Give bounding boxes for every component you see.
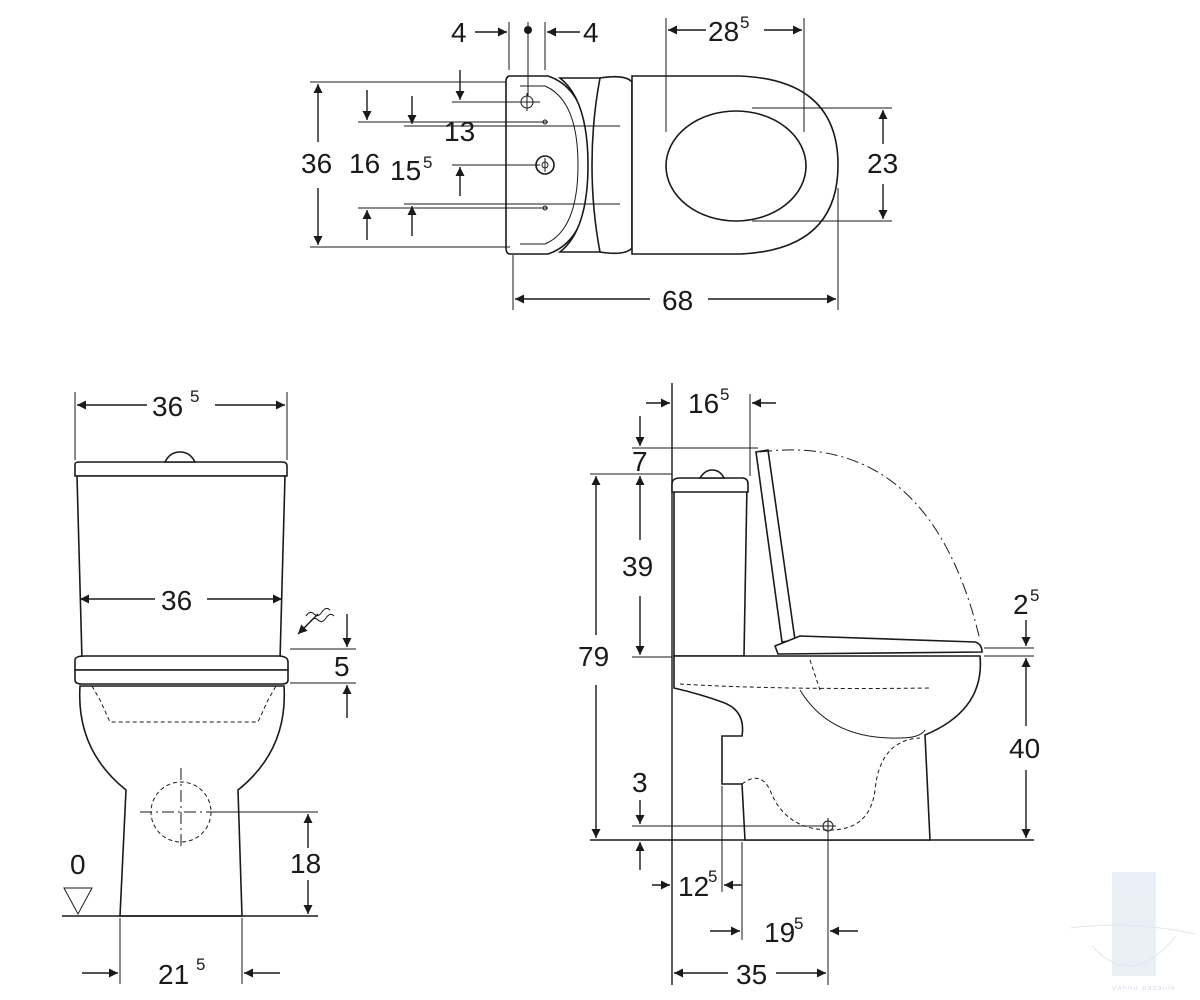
front-tank-body bbox=[76, 475, 286, 661]
dim-base-width-label: 21 bbox=[158, 959, 189, 990]
dim-overall-length-label: 68 bbox=[662, 285, 693, 316]
dim-tank-height-label: 39 bbox=[622, 551, 653, 582]
dim-tank-offset-sup: 5 bbox=[720, 385, 729, 404]
side-tank-lid bbox=[671, 477, 749, 493]
dim-inlet-offset-label: 13 bbox=[444, 116, 475, 147]
floor-level-label: 0 bbox=[70, 849, 86, 880]
dim-seat-opening-width-label: 28 bbox=[708, 16, 739, 47]
water-flow-icon bbox=[297, 607, 335, 635]
dim-inlet-span-inner-sup: 5 bbox=[423, 153, 432, 172]
dim-base-width-sup: 5 bbox=[196, 955, 205, 974]
dim-seat-height-label: 40 bbox=[1009, 733, 1040, 764]
dim-offset-left-label: 4 bbox=[451, 17, 467, 48]
watermark-logo: vannu pasaule bbox=[1069, 872, 1197, 992]
side-seat bbox=[773, 635, 983, 655]
front-view: 36 5 36 5 18 0 21 5 bbox=[62, 387, 356, 990]
dim-lid-width-sup: 5 bbox=[190, 387, 199, 406]
side-view: 16 5 7 39 79 2 5 40 3 12 bbox=[578, 383, 1040, 990]
dim-lid-width-label: 36 bbox=[152, 391, 183, 422]
dim-tank-offset-label: 16 bbox=[688, 388, 719, 419]
dim-tank-width-label: 36 bbox=[161, 585, 192, 616]
dim-outlet-height-label: 18 bbox=[290, 848, 321, 879]
dim-wall-to-foot-sup: 5 bbox=[708, 867, 717, 886]
side-lid-arc bbox=[759, 449, 981, 641]
top-seat-opening bbox=[665, 110, 807, 222]
dim-foot-to-outlet-label: 19 bbox=[764, 917, 795, 948]
side-bowl bbox=[673, 655, 982, 841]
dim-outlet-above-floor-label: 3 bbox=[632, 767, 648, 798]
floor-level-icon bbox=[63, 887, 93, 916]
front-flush-button bbox=[163, 451, 197, 463]
dim-seat-gap-label: 5 bbox=[334, 651, 350, 682]
front-bowl bbox=[78, 685, 286, 917]
dim-inlet-span-outer-label: 16 bbox=[349, 148, 380, 179]
top-hinge bbox=[591, 75, 633, 255]
dim-seat-opening-width-sup: 5 bbox=[740, 13, 749, 32]
dim-wall-to-outlet-label: 35 bbox=[736, 959, 767, 990]
top-tank-inner bbox=[520, 85, 579, 245]
front-tank-lid bbox=[74, 461, 288, 477]
dim-overall-height-label: 79 bbox=[578, 641, 609, 672]
dim-wall-to-foot-label: 12 bbox=[678, 871, 709, 902]
front-seat bbox=[74, 655, 289, 671]
dim-lid-above-tank-label: 7 bbox=[632, 446, 648, 477]
dim-tank-depth-label: 36 bbox=[301, 148, 332, 179]
dim-seat-opening-depth-label: 23 bbox=[867, 148, 898, 179]
dim-offset-right-label: 4 bbox=[583, 17, 599, 48]
dim-seat-thickness-label: 2 bbox=[1013, 589, 1029, 620]
top-view: 4 4 28 5 36 16 15 5 13 bbox=[301, 13, 898, 316]
side-raised-lid bbox=[755, 449, 796, 643]
side-tank bbox=[673, 483, 748, 657]
dim-seat-thickness-sup: 5 bbox=[1030, 586, 1039, 605]
dim-foot-to-outlet-sup: 5 bbox=[794, 914, 803, 933]
dim-inlet-span-inner-label: 15 bbox=[390, 155, 421, 186]
watermark-text: vannu pasaule bbox=[1112, 984, 1176, 992]
front-seat-ring bbox=[74, 669, 289, 685]
